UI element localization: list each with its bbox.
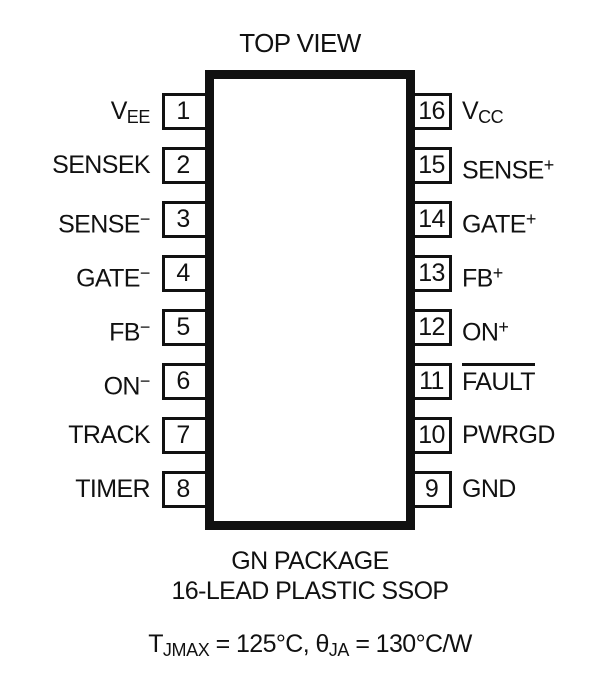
- label-sub: CC: [478, 106, 504, 127]
- pin-number: 10: [418, 421, 445, 449]
- label-sup: +: [543, 155, 555, 175]
- pin-number: 12: [418, 313, 445, 341]
- pin-label-5: FB−: [0, 309, 151, 347]
- pin-box-8: 8: [162, 471, 210, 508]
- pin-number: 8: [176, 475, 190, 503]
- pin-label-2: SENSEK: [0, 147, 150, 184]
- label-sup: −: [139, 263, 151, 283]
- pin-number: 13: [418, 259, 445, 287]
- label-text: ON: [103, 372, 141, 401]
- label-text: TRACK: [68, 421, 150, 449]
- pin-box-2: 2: [162, 147, 210, 184]
- label-sup: +: [498, 317, 509, 337]
- label-text: T: [148, 630, 163, 658]
- label-sup: −: [139, 317, 151, 337]
- pin-label-6: ON−: [0, 363, 151, 401]
- pin-box-11: 11: [404, 363, 452, 400]
- pin-label-10: PWRGD: [462, 417, 600, 454]
- label-sup: +: [492, 263, 504, 283]
- pin-number: 3: [176, 205, 190, 233]
- pin-label-4: GATE−: [0, 255, 151, 293]
- pin-number: 5: [176, 313, 190, 341]
- label-sup: −: [139, 371, 151, 391]
- package-outline: [205, 70, 415, 530]
- pin-number: 15: [418, 151, 445, 179]
- pin-number: 1: [176, 97, 190, 125]
- pin-label-11: FAULT: [462, 363, 600, 400]
- label-text: SENSEK: [52, 151, 150, 179]
- package-name-block: GN PACKAGE 16-LEAD PLASTIC SSOP: [20, 546, 600, 606]
- pin-number: 9: [424, 475, 439, 503]
- pin-label-7: TRACK: [0, 417, 150, 454]
- pin-number: 7: [176, 421, 190, 449]
- pin-number: 2: [176, 151, 190, 179]
- pin-label-1: VEE: [0, 93, 151, 130]
- pin-label-8: TIMER: [0, 471, 150, 508]
- pin-label-16: VCC: [462, 93, 600, 130]
- label-text: θ: [315, 630, 329, 658]
- label-text: SENSE: [462, 156, 544, 185]
- label-text: GND: [462, 475, 516, 503]
- package-name: GN PACKAGE: [231, 547, 389, 575]
- label-text: = 125°C,: [209, 630, 316, 658]
- pin-number: 6: [176, 367, 190, 395]
- label-text: FB: [462, 264, 493, 293]
- label-text: GATE: [76, 264, 140, 293]
- label-text: GATE: [462, 210, 526, 239]
- label-text: FB: [109, 318, 140, 347]
- pin-number: 16: [418, 97, 445, 125]
- label-text: TIMER: [75, 475, 150, 503]
- pin-box-7: 7: [162, 417, 210, 454]
- label-sub: EE: [126, 106, 151, 127]
- pin-label-9: GND: [462, 471, 600, 508]
- pin-box-1: 1: [162, 93, 210, 130]
- pin-box-6: 6: [162, 363, 210, 400]
- pin-label-3: SENSE−: [0, 201, 151, 239]
- package-type: 16-LEAD PLASTIC SSOP: [171, 577, 449, 605]
- label-sup: +: [525, 209, 537, 229]
- label-text: ON: [462, 318, 499, 347]
- pin-box-5: 5: [162, 309, 210, 346]
- top-view-label: TOP VIEW: [239, 28, 361, 58]
- label-sub: JMAX: [162, 639, 210, 660]
- pin-box-3: 3: [162, 201, 210, 238]
- pin-number: 4: [176, 259, 190, 287]
- thermal-info: TJMAX = 125°C, θJA = 130°C/W: [20, 629, 600, 665]
- label-text: PWRGD: [462, 421, 555, 449]
- pin-number: 11: [419, 367, 444, 395]
- pin-label-14: GATE+: [462, 201, 600, 239]
- label-text: V: [110, 97, 128, 125]
- pin-label-12: ON+: [462, 309, 600, 347]
- label-sup: −: [139, 209, 151, 229]
- pin-label-13: FB+: [462, 255, 600, 293]
- pin-label-15: SENSE+: [462, 147, 600, 185]
- pin-number: 14: [418, 205, 445, 233]
- label-sub: JA: [328, 639, 350, 660]
- label-text: SENSE: [58, 210, 140, 239]
- pin-box-4: 4: [162, 255, 210, 292]
- label-text: V: [462, 97, 479, 125]
- fault-overline: FAULT: [462, 363, 536, 395]
- label-text: = 130°C/W: [348, 630, 472, 658]
